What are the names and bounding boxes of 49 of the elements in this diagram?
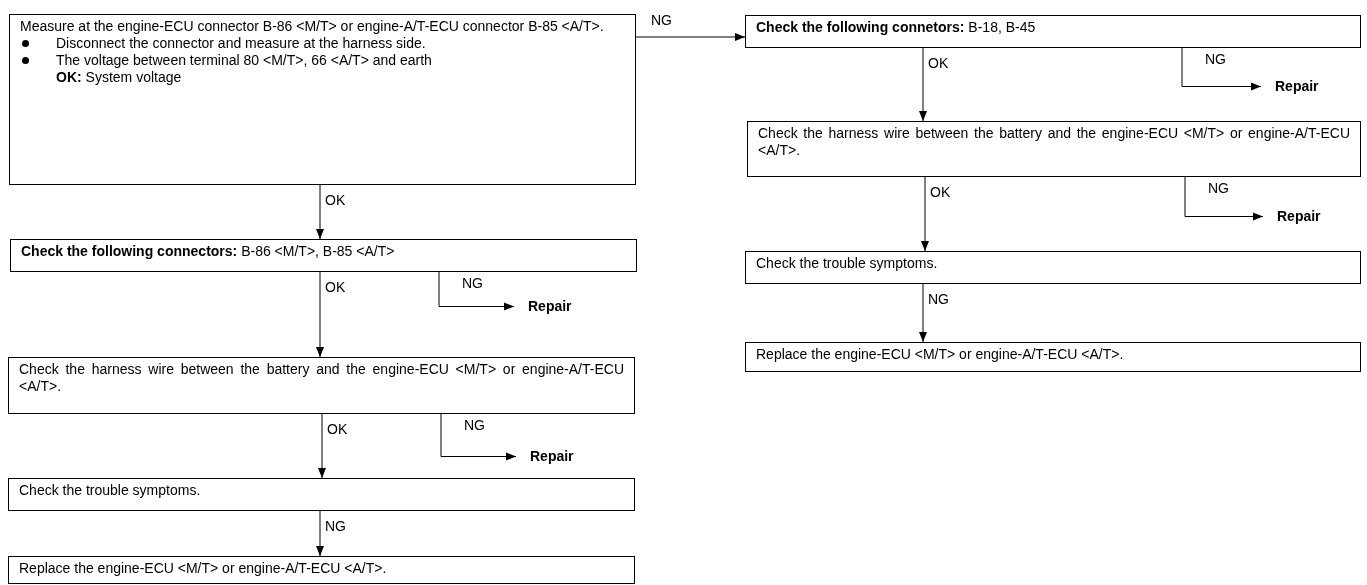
process-box [8, 556, 635, 584]
arrow [316, 510, 324, 557]
arrow [1184, 176, 1264, 221]
action-label: Repair [530, 448, 574, 465]
process-box [9, 14, 636, 185]
process-box [10, 239, 637, 272]
arrow [919, 47, 927, 122]
arrow [316, 271, 324, 358]
step-text: Check the trouble symptoms. [756, 255, 939, 272]
edge-label: NG [1207, 181, 1230, 196]
step-text: Check the harness wire between the battery and the engine-ECU <M/T> or engine-A/T-ECU <A/T>. [19, 361, 624, 395]
edge-label: OK [324, 280, 347, 295]
step-text: Check the harness wire between the battery and the engine-ECU <M/T> or engine-A/T-ECU <A/T>. [758, 125, 1350, 159]
edge-label: NG [1204, 52, 1227, 67]
arrow [318, 413, 326, 479]
edge-label: OK [324, 193, 347, 208]
edge-label: NG [927, 292, 950, 307]
step-text: Measure at the engine-ECU connector B-86 <M/T> or engine-A/T-ECU connector B-85 <A/T>. [20, 18, 605, 35]
step-text: Replace the engine-ECU <M/T> or engine-A/T-ECU <A/T>. [19, 560, 388, 577]
step-text: Check the trouble symptoms. [19, 482, 202, 499]
action-label: Repair [1275, 78, 1319, 95]
bullet-item: The voltage between terminal 80 <M/T>, 66 <A/T> and earth [20, 52, 625, 69]
edge-label: OK [927, 56, 950, 71]
arrow [919, 283, 927, 343]
process-box [8, 478, 635, 511]
process-box [8, 357, 635, 414]
arrow [1181, 47, 1262, 91]
step-text: OK: System voltage [55, 69, 183, 86]
process-box [745, 251, 1361, 284]
step-text: Check the following connetors: B-18, B-45 [756, 19, 1037, 36]
arrow [635, 33, 746, 41]
bullet-item: Disconnect the connector and measure at the harness side. [20, 35, 625, 52]
edge-label: NG [324, 519, 347, 534]
arrow [921, 176, 929, 252]
arrow [440, 413, 517, 461]
arrow [316, 184, 324, 240]
action-label: Repair [528, 298, 572, 315]
process-box [745, 342, 1361, 372]
edge-label: OK [929, 185, 952, 200]
step-text: Replace the engine-ECU <M/T> or engine-A/T-ECU <A/T>. [756, 346, 1125, 363]
edge-label: OK [326, 422, 349, 437]
edge-label: NG [650, 13, 673, 28]
process-box [745, 15, 1361, 48]
edge-label: NG [461, 276, 484, 291]
step-text: Check the following connectors: B-86 <M/T>, B-85 <A/T> [21, 243, 396, 260]
edge-label: NG [463, 418, 486, 433]
process-box [747, 121, 1361, 177]
action-label: Repair [1277, 208, 1321, 225]
arrow [438, 271, 515, 311]
